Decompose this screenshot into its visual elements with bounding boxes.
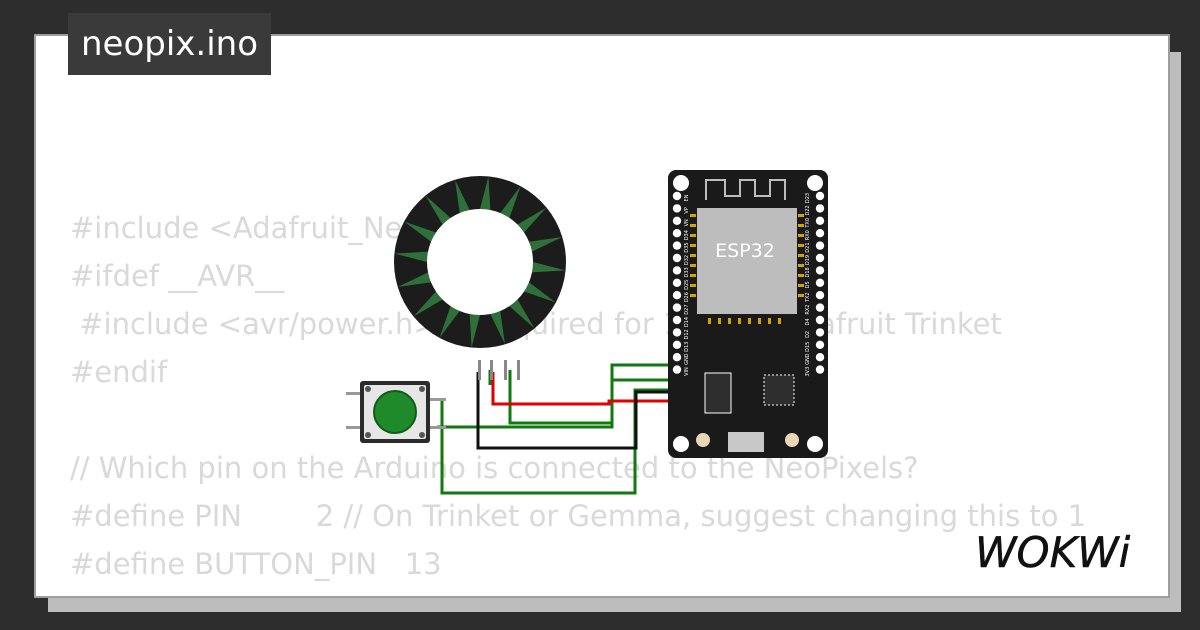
neopixel-led xyxy=(517,207,547,233)
wire-green-button xyxy=(437,378,680,429)
pin-label: TX2 xyxy=(805,292,811,303)
wire-red-power xyxy=(491,372,680,406)
pin-label: RX2 xyxy=(805,305,811,315)
pin-label: 3V3 xyxy=(805,367,811,377)
neopixel-led xyxy=(394,251,429,262)
code-line: #define BUTTON_PIN 13 xyxy=(70,547,442,581)
pin-label: D32 xyxy=(684,255,690,265)
antenna-trace xyxy=(705,179,786,200)
neopixel-led xyxy=(404,221,436,242)
pin-label: D5 xyxy=(805,281,811,288)
project-title: neopix.ino xyxy=(68,13,272,75)
neopixel-led xyxy=(469,313,480,348)
neopixel-led xyxy=(455,179,470,214)
code-line: #endif xyxy=(70,355,168,389)
esp32-board: ESP32 ENVPVND34D35D32D33D25D26D27D14D12D… xyxy=(668,170,828,458)
pin-label: VP xyxy=(684,207,690,213)
header-pin[interactable] xyxy=(815,315,825,325)
header-pin[interactable] xyxy=(815,253,825,263)
pin-label: VIN xyxy=(684,367,690,376)
pin-label: GND xyxy=(684,353,690,365)
pin-label: D23 xyxy=(805,193,811,203)
pin-label: D26 xyxy=(684,292,690,302)
header-pin[interactable] xyxy=(672,340,682,349)
push-button[interactable] xyxy=(346,381,446,443)
neopixel-led xyxy=(425,195,451,225)
header-pin[interactable] xyxy=(815,328,825,337)
header-pin[interactable] xyxy=(672,266,682,275)
pin-label: D4 xyxy=(805,318,811,325)
pin-label: D12 xyxy=(684,329,690,339)
pin-label: D33 xyxy=(684,267,690,277)
wokwi-logo-text: WOKWi xyxy=(975,528,1131,577)
header-pin[interactable] xyxy=(815,204,825,213)
header-pin[interactable] xyxy=(672,328,682,337)
header-pin[interactable] xyxy=(815,365,825,374)
header-pin[interactable] xyxy=(815,266,825,275)
header-pin[interactable] xyxy=(672,291,682,300)
header-pin[interactable] xyxy=(815,278,825,287)
header-pin[interactable] xyxy=(672,216,682,225)
pin-label: D2 xyxy=(805,331,811,338)
pin-label: D22 xyxy=(805,205,811,215)
neopixel-ring xyxy=(394,176,566,380)
header-pin[interactable] xyxy=(672,303,682,312)
pin-label: D34 xyxy=(684,230,690,240)
header-pin[interactable] xyxy=(672,191,682,201)
header-pin[interactable] xyxy=(815,303,825,312)
header-pin[interactable] xyxy=(815,216,825,225)
pin-label: D35 xyxy=(684,242,690,252)
pin-label: D13 xyxy=(684,342,690,352)
pin-label: D27 xyxy=(684,304,690,314)
pin-label: VN xyxy=(684,219,690,226)
neopixel-led xyxy=(524,282,556,303)
wire-black-ground xyxy=(476,372,680,450)
pin-label: EN xyxy=(684,194,690,201)
header-pin[interactable] xyxy=(815,191,825,201)
chip-label: ESP32 xyxy=(715,240,775,262)
pin-label: D25 xyxy=(684,280,690,290)
pin-label: RX0 xyxy=(805,230,811,240)
pin-label: D18 xyxy=(805,267,811,277)
pin-label: D21 xyxy=(805,242,811,252)
code-line: #define PIN 2 // On Trinket or Gemma, su… xyxy=(70,499,1087,533)
header-pin[interactable] xyxy=(815,291,825,300)
header-pin[interactable] xyxy=(815,241,825,250)
neopixel-led xyxy=(531,262,566,273)
neopixel-led xyxy=(500,186,521,218)
header-pin[interactable] xyxy=(672,278,682,287)
header-pin[interactable] xyxy=(672,353,682,362)
neopixel-led xyxy=(528,237,563,252)
pin-label: D19 xyxy=(805,255,811,265)
neopixel-led xyxy=(509,299,535,329)
neopixel-led xyxy=(480,176,491,211)
ring-pixels xyxy=(394,176,566,348)
neopixel-led xyxy=(397,272,432,287)
neopixel-led xyxy=(490,310,505,345)
pin-label: D15 xyxy=(805,342,811,352)
code-line: // How many NeoPixels are attached to th… xyxy=(70,588,1086,596)
pin-label: D14 xyxy=(684,317,690,327)
header-pin[interactable] xyxy=(815,229,825,238)
module-pads xyxy=(690,214,804,324)
neopixel-led xyxy=(413,291,443,317)
header-pin[interactable] xyxy=(672,365,682,374)
pin-label: GND xyxy=(805,353,811,365)
pin-label: TX0 xyxy=(805,218,811,229)
header-pin[interactable] xyxy=(672,229,682,238)
neopixel-led xyxy=(439,306,460,338)
header-pin[interactable] xyxy=(815,353,825,362)
header-pin[interactable] xyxy=(672,315,682,325)
code-line: #ifdef __AVR__ xyxy=(70,259,285,293)
header-pin[interactable] xyxy=(672,204,682,213)
header-pin[interactable] xyxy=(815,340,825,349)
header-pin[interactable] xyxy=(672,253,682,263)
header-pin[interactable] xyxy=(672,241,682,250)
